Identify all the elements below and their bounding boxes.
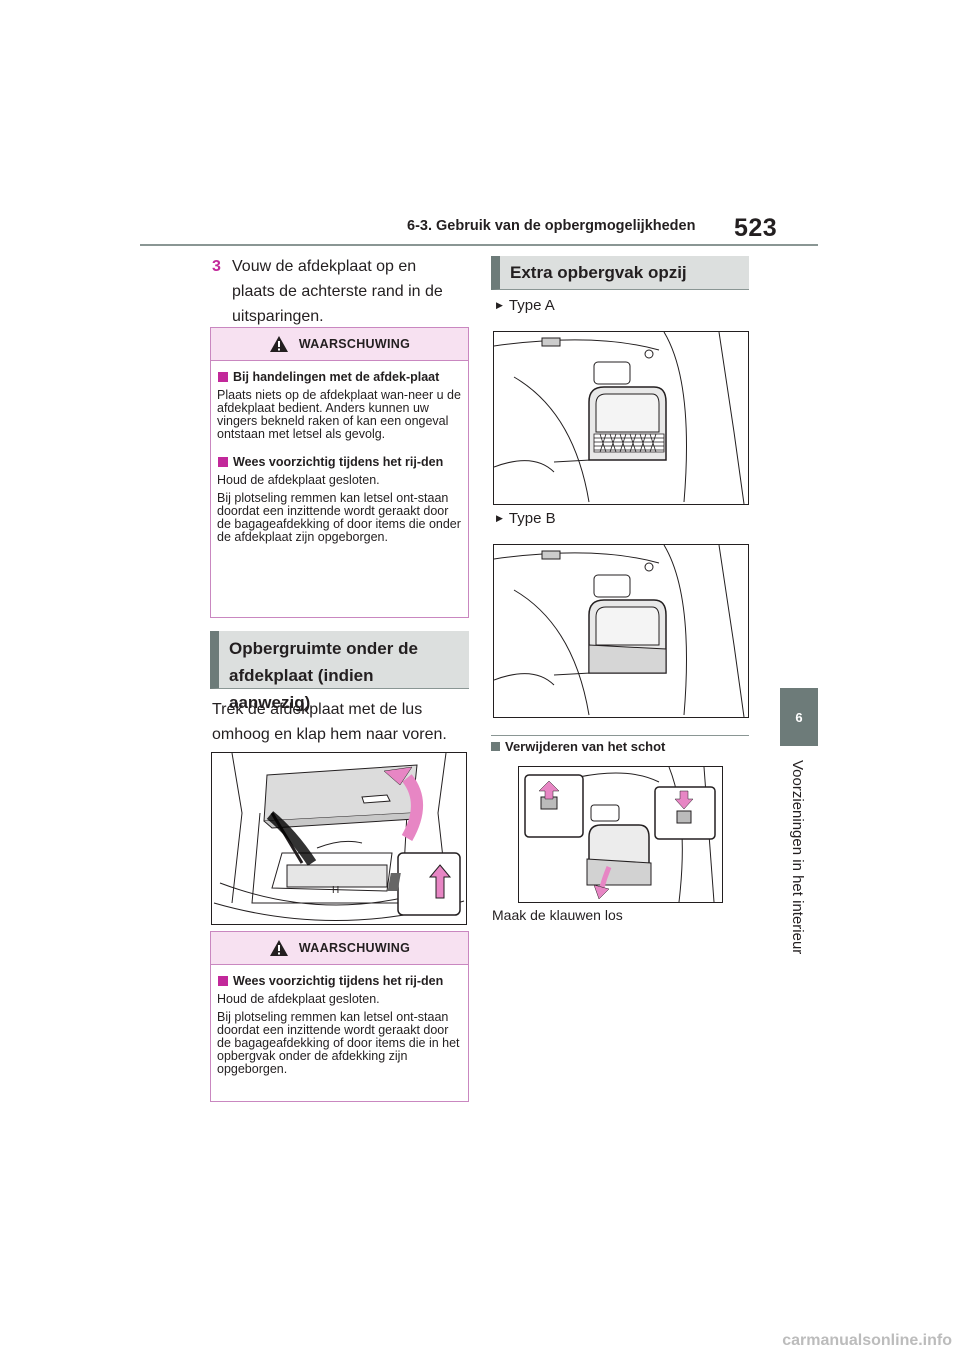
warning-text: Bij plotseling remmen kan letsel ont-sta… (217, 1010, 460, 1076)
square-bullet-icon (491, 742, 500, 751)
warning-triangle-icon (269, 336, 288, 352)
warning-label: WAARSCHUWING (298, 941, 411, 955)
instruction-text: Trek de afdekplaat met de lus omhoog en … (212, 701, 447, 743)
svg-text:H: H (332, 885, 339, 896)
remove-divider-heading-text: Verwijderen van het schot (505, 739, 666, 754)
remove-divider-caption: Maak de klauwen los (492, 907, 623, 923)
remove-divider-illustration (518, 766, 723, 903)
warning-text: Plaats niets op de afdekplaat wan-neer u… (217, 388, 461, 441)
type-a-label: Type A (496, 297, 555, 314)
type-b-illustration (493, 544, 749, 718)
type-a-illustration (493, 331, 749, 505)
section-divider (491, 735, 749, 736)
chapter-title: Voorzieningen in het interieur (789, 760, 806, 955)
header-divider (140, 244, 818, 246)
warning-box-storage: WAARSCHUWING Wees voorzichtig tijdens he… (210, 931, 469, 1102)
section-header: 6-3. Gebruik van de opbergmogelijkheden (407, 218, 696, 234)
cargo-area-drawing: H (213, 753, 465, 921)
underfloor-storage-illustration: H (211, 752, 467, 925)
section-title-under-cover: Opbergruimte onder de afdekplaat (indien… (210, 631, 469, 712)
warning-text: Houd de afdekplaat gesloten. (217, 473, 380, 487)
warning-label: WAARSCHUWING (298, 337, 411, 351)
type-b-label: Type B (496, 510, 556, 527)
warning-header: WAARSCHUWING (211, 932, 468, 965)
chapter-tab: 6 (780, 688, 818, 746)
step-number: 3 (212, 258, 221, 275)
remove-divider-heading: Verwijderen van het schot (491, 739, 665, 754)
warning-text: Houd de afdekplaat gesloten. (217, 992, 380, 1006)
step-text: Vouw de afdekplaat op en plaats de achte… (232, 258, 443, 325)
warning-heading: Bij handelingen met de afdek-plaat (217, 370, 462, 384)
divider-removal-drawing (524, 767, 716, 902)
page-number: 523 (734, 214, 778, 242)
warning-text: Bij plotseling remmen kan letsel ont-sta… (217, 491, 461, 544)
warning-triangle-icon (269, 940, 288, 956)
side-storage-net-drawing (494, 332, 745, 504)
warning-heading: Wees voorzichtig tijdens het rij-den (217, 974, 462, 988)
watermark: carmanualsonline.info (782, 1332, 952, 1349)
warning-box-cover: WAARSCHUWING Bij handelingen met de afde… (210, 327, 469, 618)
section-title-side-storage: Extra opbergvak opzij (491, 256, 749, 290)
side-storage-panel-drawing (494, 545, 745, 717)
chapter-side-label: Voorzieningen in het interieur (784, 760, 808, 960)
warning-heading: Wees voorzichtig tijdens het rij-den (217, 455, 462, 469)
warning-header: WAARSCHUWING (211, 328, 468, 361)
